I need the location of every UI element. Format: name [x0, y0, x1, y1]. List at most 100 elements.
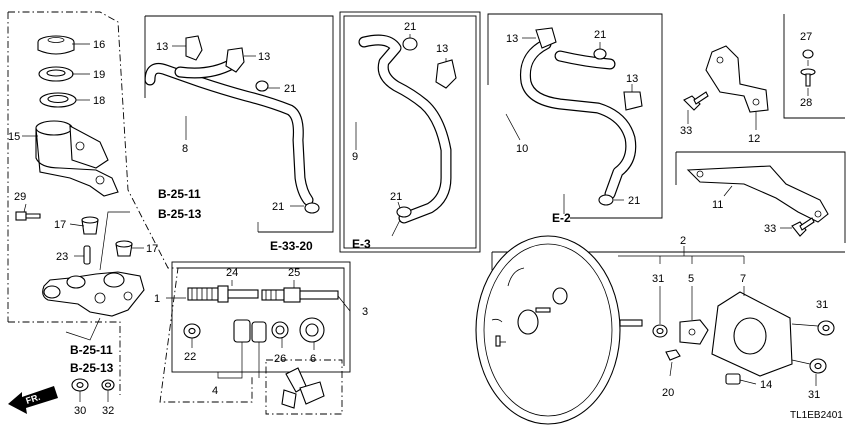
callout-16: 16: [93, 39, 105, 51]
callout-17b: 17: [146, 243, 158, 255]
bolt-33-lower: [791, 217, 815, 237]
cup-seals: [183, 317, 325, 343]
callout-21a: 21: [284, 83, 296, 95]
vacuum-hose-9: [358, 34, 452, 224]
nut-31-left: [652, 324, 668, 338]
lower-frame-line: [8, 321, 121, 395]
reservoir-pin: [83, 245, 91, 265]
callout-31b: 31: [816, 299, 828, 311]
callout-33b: 33: [764, 223, 776, 235]
callout-8: 8: [182, 143, 188, 155]
master-cylinder-body: [42, 271, 145, 317]
callout-12: 12: [748, 133, 760, 145]
callout-7: 7: [740, 273, 746, 285]
hose8-frame: [145, 15, 334, 233]
callout-33a: 33: [680, 125, 692, 137]
callout-13a: 13: [156, 41, 168, 53]
callout-25: 25: [288, 267, 300, 279]
callout-21f: 21: [628, 195, 640, 207]
secondary-piston-assembly: [261, 287, 339, 303]
callout-31a: 31: [652, 273, 664, 285]
ref-b-25-13-upper: B-25-13: [158, 207, 202, 221]
reference-codes: B-25-11 B-25-13 E-33-20 E-3 E-2 B-25-11 …: [70, 187, 571, 375]
ref-b-25-11-upper: B-25-11: [158, 187, 201, 201]
front-direction-label: FR.: [25, 392, 42, 406]
brake-fluid-reservoir: [35, 120, 119, 197]
washer-30-and-nut-32: [71, 378, 115, 392]
reservoir-grommets: [81, 216, 133, 257]
reservoir-strainer: [39, 92, 77, 108]
nut-31-lower: [809, 358, 827, 374]
hose9-frame-inner: [343, 15, 477, 249]
seal-kit-frame: [265, 359, 343, 415]
callout-26: 26: [274, 353, 286, 365]
callout-5: 5: [688, 273, 694, 285]
callout-29: 29: [14, 191, 26, 203]
callout-9: 9: [352, 151, 358, 163]
callout-11: 11: [712, 199, 723, 211]
hose8-clips: [185, 35, 320, 214]
callout-21d: 21: [390, 191, 402, 203]
callout-3: 3: [362, 306, 368, 318]
callout-6: 6: [310, 353, 316, 365]
seal-kit-pieces: [281, 367, 325, 409]
primary-piston-assembly: [187, 285, 259, 303]
callout-28: 28: [800, 97, 812, 109]
clevis-pin-20: [665, 349, 681, 361]
piston-frame: [171, 261, 351, 373]
callout-10: 10: [516, 143, 528, 155]
callout-1: 1: [154, 293, 160, 305]
callout-15: 15: [8, 131, 20, 143]
clevis-5: [679, 319, 709, 345]
callout-20: 20: [662, 387, 674, 399]
callout-18: 18: [93, 95, 105, 107]
callout-21c: 21: [404, 21, 416, 33]
hose10-clips: [535, 27, 643, 206]
stopper-14: [725, 373, 741, 385]
callout-22: 22: [184, 351, 196, 363]
leader-lines: [22, 34, 819, 402]
front-direction-arrow: FR.: [8, 386, 58, 414]
callout-21b: 21: [272, 201, 284, 213]
diagram-code: TL1EB2401: [790, 410, 843, 421]
booster-gasket-7: [711, 291, 793, 377]
ref-b-25-11-lower: B-25-11: [70, 343, 113, 357]
callout-31c: 31: [808, 389, 820, 401]
bolt-28: [800, 68, 816, 87]
hose-bracket-12: [705, 45, 769, 113]
clip-27: [802, 49, 814, 59]
vacuum-hose-10: [519, 38, 637, 200]
brake-booster: [475, 235, 643, 425]
ref-e-3: E-3: [352, 237, 371, 251]
callout-4: 4: [212, 385, 218, 397]
ref-e-33-20: E-33-20: [270, 239, 313, 253]
nut-31-right: [817, 320, 835, 336]
reservoir-cap: [37, 35, 75, 55]
callout-19: 19: [93, 69, 105, 81]
callout-13b: 13: [258, 51, 270, 63]
hose10-frame: [487, 13, 663, 219]
callout-21e: 21: [594, 29, 606, 41]
callout-13d: 13: [506, 33, 518, 45]
callout-13e: 13: [626, 73, 638, 85]
bracket11-frame: [676, 151, 846, 243]
callout-2: 2: [680, 235, 686, 247]
callout-24: 24: [226, 267, 238, 279]
callout-32: 32: [102, 405, 114, 417]
callout-14: 14: [760, 379, 772, 391]
callout-17a: 17: [54, 219, 66, 231]
callout-23: 23: [56, 251, 68, 263]
reservoir-filter-ring: [38, 66, 74, 82]
reservoir-bolt-29: [15, 211, 41, 221]
piston-frame-inner: [178, 267, 345, 366]
hose9-frame: [339, 11, 481, 253]
hose9-clips: [396, 37, 457, 218]
booster-bracket-11: [686, 165, 829, 223]
reservoir-group-frame: [8, 11, 253, 403]
ref-b-25-13-lower: B-25-13: [70, 361, 114, 375]
callout-27: 27: [800, 31, 812, 43]
ref-e-2: E-2: [552, 211, 571, 225]
bolt27-frame: [783, 14, 845, 119]
callout-numbers: 16 19 18 15 13 13 21 8 21 21 13 9 21 13 …: [8, 21, 828, 417]
